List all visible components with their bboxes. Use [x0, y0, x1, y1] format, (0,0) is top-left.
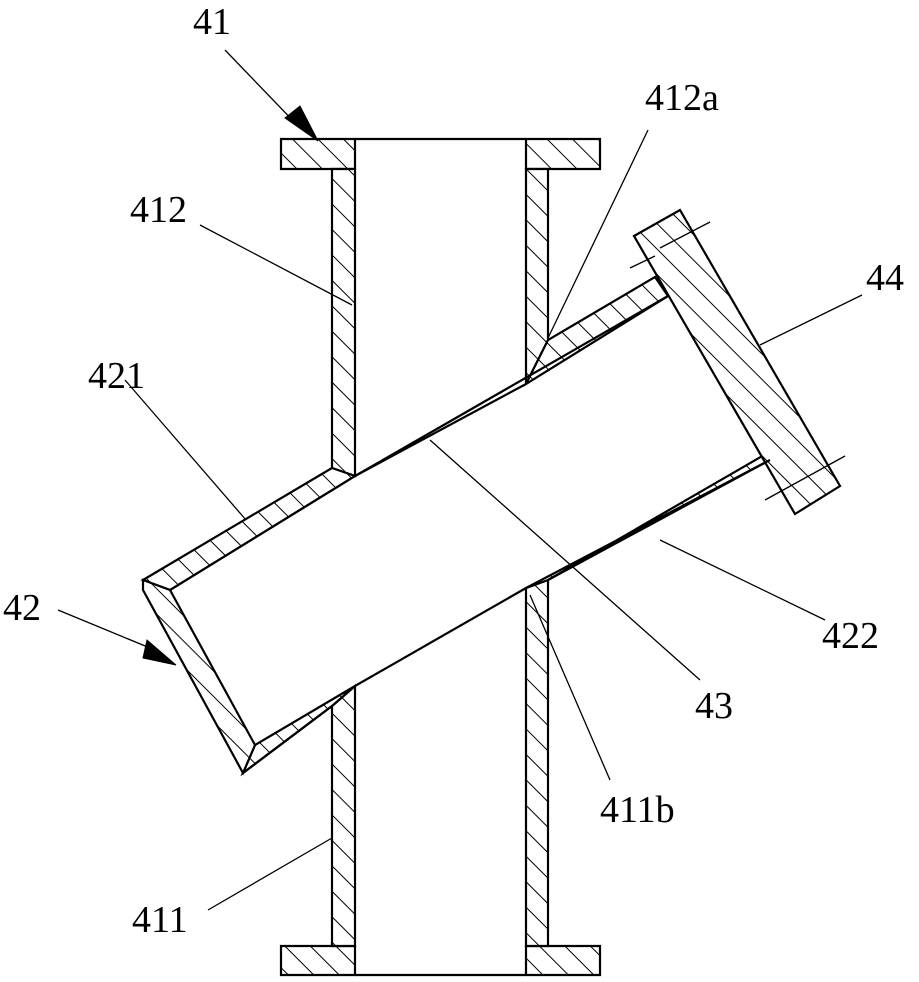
upper-left-wall [330, 167, 357, 478]
left-end-flange [141, 578, 257, 776]
inclined-pipe [140, 208, 846, 777]
top-flange-left [279, 137, 357, 171]
label-43: 43 [695, 685, 733, 727]
label-422: 422 [822, 615, 879, 657]
bottom-flange-left [279, 944, 357, 977]
right-end-flange [632, 208, 842, 516]
label-42: 42 [3, 587, 41, 629]
lower-right-wall [524, 578, 550, 948]
label-44: 44 [866, 257, 904, 299]
leader-lines [57, 49, 863, 911]
branch-lower-wall [525, 439, 791, 590]
label-41: 41 [193, 1, 231, 43]
label-412: 412 [130, 189, 187, 231]
label-411: 411 [132, 899, 188, 941]
bottom-flange-right [524, 944, 602, 977]
label-421: 421 [88, 355, 145, 397]
reference-labels: 41 412a 412 44 421 42 422 43 411b 411 [3, 1, 904, 941]
top-flange-right [524, 137, 602, 171]
lower-left-wall [330, 683, 357, 948]
vertical-pipe [279, 137, 602, 977]
label-411b: 411b [600, 789, 675, 831]
branch-upper-wall [140, 466, 358, 592]
label-412a: 412a [645, 77, 719, 119]
